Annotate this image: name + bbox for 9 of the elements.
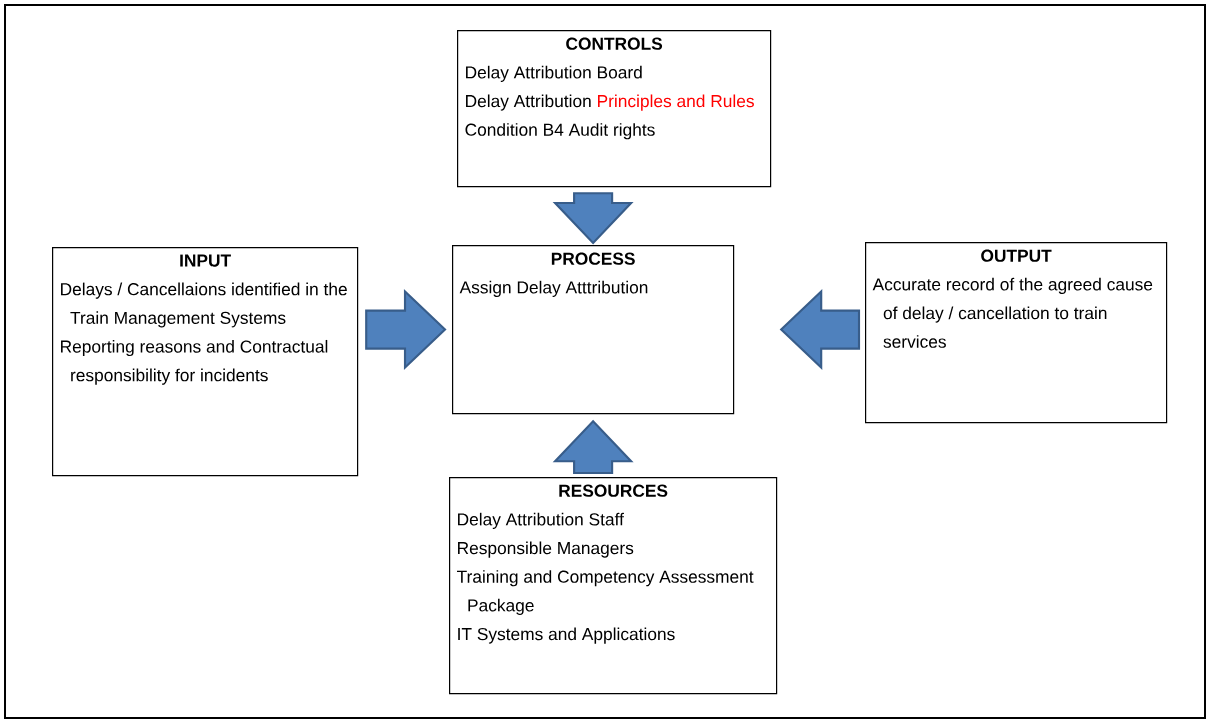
text-box: CONTROLS Delay Attribution Board Delay Attribution Principles and Rules Condition B4 Audit rights xyxy=(457,30,772,188)
text-box: RESOURCES Delay Attribution Staff Responsible Managers Training and Competency Assessment Package IT Systems and Applications xyxy=(449,477,778,695)
block-arrow xyxy=(779,289,861,371)
text-box: OUTPUT Accurate record of the agreed cause of delay / cancellation to train services xyxy=(865,242,1168,424)
text-box: INPUT Delays / Cancellaions identified in the Train Management Systems Reporting reasons and Contractual responsibility for incidents xyxy=(52,247,359,477)
text-box: PROCESS Assign Delay Atttribution xyxy=(452,245,735,415)
block-arrow xyxy=(552,192,634,245)
block-arrow xyxy=(365,289,447,371)
block-arrow xyxy=(552,419,634,475)
